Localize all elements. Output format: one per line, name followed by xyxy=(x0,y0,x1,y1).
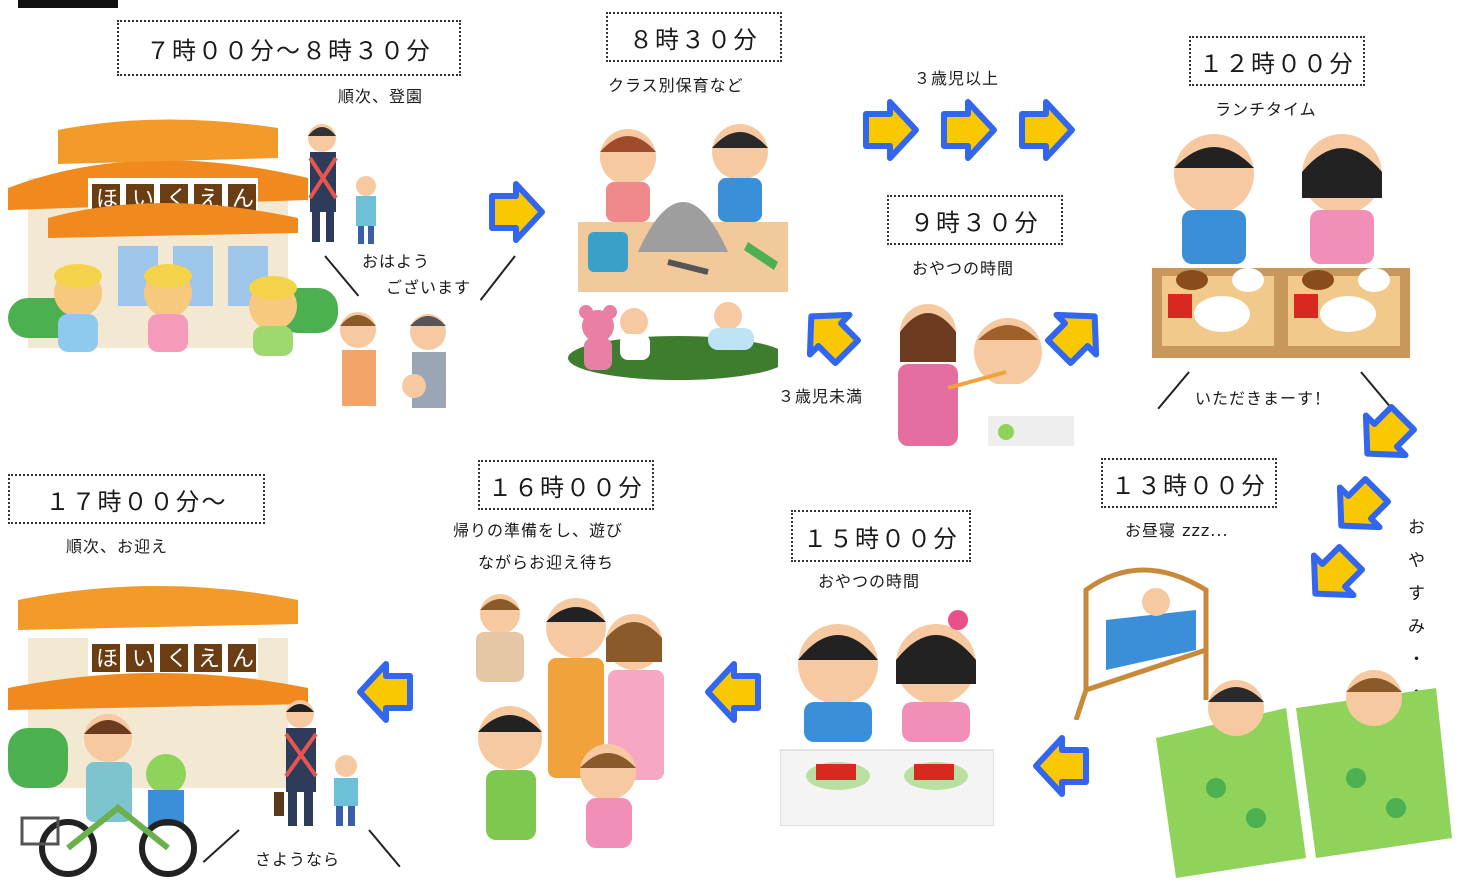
sign-char: ん xyxy=(232,187,254,212)
corner-tab xyxy=(18,0,118,8)
crib-baby-icon xyxy=(1066,560,1216,720)
lunch-children-icon xyxy=(1152,118,1410,358)
label-age-under3: ３歳児未満 xyxy=(778,387,864,406)
nap-futon-icon xyxy=(1156,668,1452,878)
block-arrow-icon xyxy=(1018,98,1076,162)
caption-morning: 順次、登園 xyxy=(338,87,424,106)
sign-char: ほ xyxy=(96,647,118,672)
caption-lunch: ランチタイム xyxy=(1215,100,1317,119)
sign-char: い xyxy=(132,647,154,672)
label-age-over3: ３歳児以上 xyxy=(914,69,1000,88)
time-box-goinghome: １６時００分 xyxy=(478,460,654,510)
caption-snack1: おやつの時間 xyxy=(912,259,1015,278)
baby-feeding-icon xyxy=(888,292,1074,446)
oyasumi-char: す xyxy=(1408,584,1425,604)
greeting-slash-right xyxy=(479,255,516,301)
sign-char: ん xyxy=(232,647,254,672)
time-box-pickup: １７時００分～ xyxy=(8,474,265,524)
pickup-nursery-icon: ほ い く え ん xyxy=(8,578,308,878)
sign-char: ほ xyxy=(96,187,118,212)
sayonara-slash-right xyxy=(368,829,401,868)
caption-pickup: 順次、お迎え xyxy=(66,537,169,556)
nursery-building-icon: ほ い く え ん xyxy=(8,118,338,358)
block-arrow-icon xyxy=(940,98,998,162)
time-box-snack2: １５時００分 xyxy=(791,510,971,562)
block-arrow-icon xyxy=(704,660,762,724)
sign-char: く xyxy=(166,647,188,672)
oyasumi-char: ・ xyxy=(1408,650,1425,670)
time-box-snack1: ９時３０分 xyxy=(887,195,1063,245)
time-box-class: ８時３０分 xyxy=(606,12,782,62)
oyasumi-char: お xyxy=(1408,518,1425,538)
time-box-morning: ７時００分～８時３０分 xyxy=(117,20,461,76)
caption-snack2: おやつの時間 xyxy=(818,572,921,591)
block-arrow-icon xyxy=(862,98,920,162)
label-itadakimasu: いただきまーす！ xyxy=(1195,389,1332,408)
caption-nap: お昼寝 zzz... xyxy=(1125,521,1229,540)
block-arrow-icon xyxy=(1045,302,1106,366)
label-sayonara: さようなら xyxy=(255,850,341,869)
block-arrow-icon xyxy=(488,180,546,244)
block-arrow-icon xyxy=(356,660,414,724)
babies-playmat-icon xyxy=(568,296,778,386)
time-box-lunch: １２時００分 xyxy=(1189,36,1365,86)
block-arrow-icon xyxy=(800,302,861,366)
oyasumi-char: み xyxy=(1408,617,1425,637)
father-child-icon xyxy=(270,696,370,830)
parent-child-icon xyxy=(296,118,388,248)
sandbox-play-icon xyxy=(578,112,788,292)
greeting-line1: おはよう xyxy=(362,252,431,271)
caption-class: クラス別保育など xyxy=(608,76,744,95)
snack-children-icon xyxy=(780,600,994,826)
block-arrow-icon xyxy=(1330,476,1391,540)
oyasumi-char: や xyxy=(1408,551,1425,571)
itadakimasu-slash-left xyxy=(1157,371,1190,410)
family-waiting-icon xyxy=(448,592,692,862)
block-arrow-icon xyxy=(1032,734,1090,798)
block-arrow-icon xyxy=(1304,544,1365,608)
time-box-nap: １３時００分 xyxy=(1101,458,1277,508)
block-arrow-icon xyxy=(1356,404,1417,468)
caption-goinghome-line1: 帰りの準備をし、遊び xyxy=(453,521,624,540)
greeting-pair-icon xyxy=(328,300,458,410)
caption-goinghome-line2: ながらお迎え待ち xyxy=(478,553,615,572)
sign-char: え xyxy=(198,647,220,672)
greeting-line2: ございます xyxy=(386,278,472,297)
